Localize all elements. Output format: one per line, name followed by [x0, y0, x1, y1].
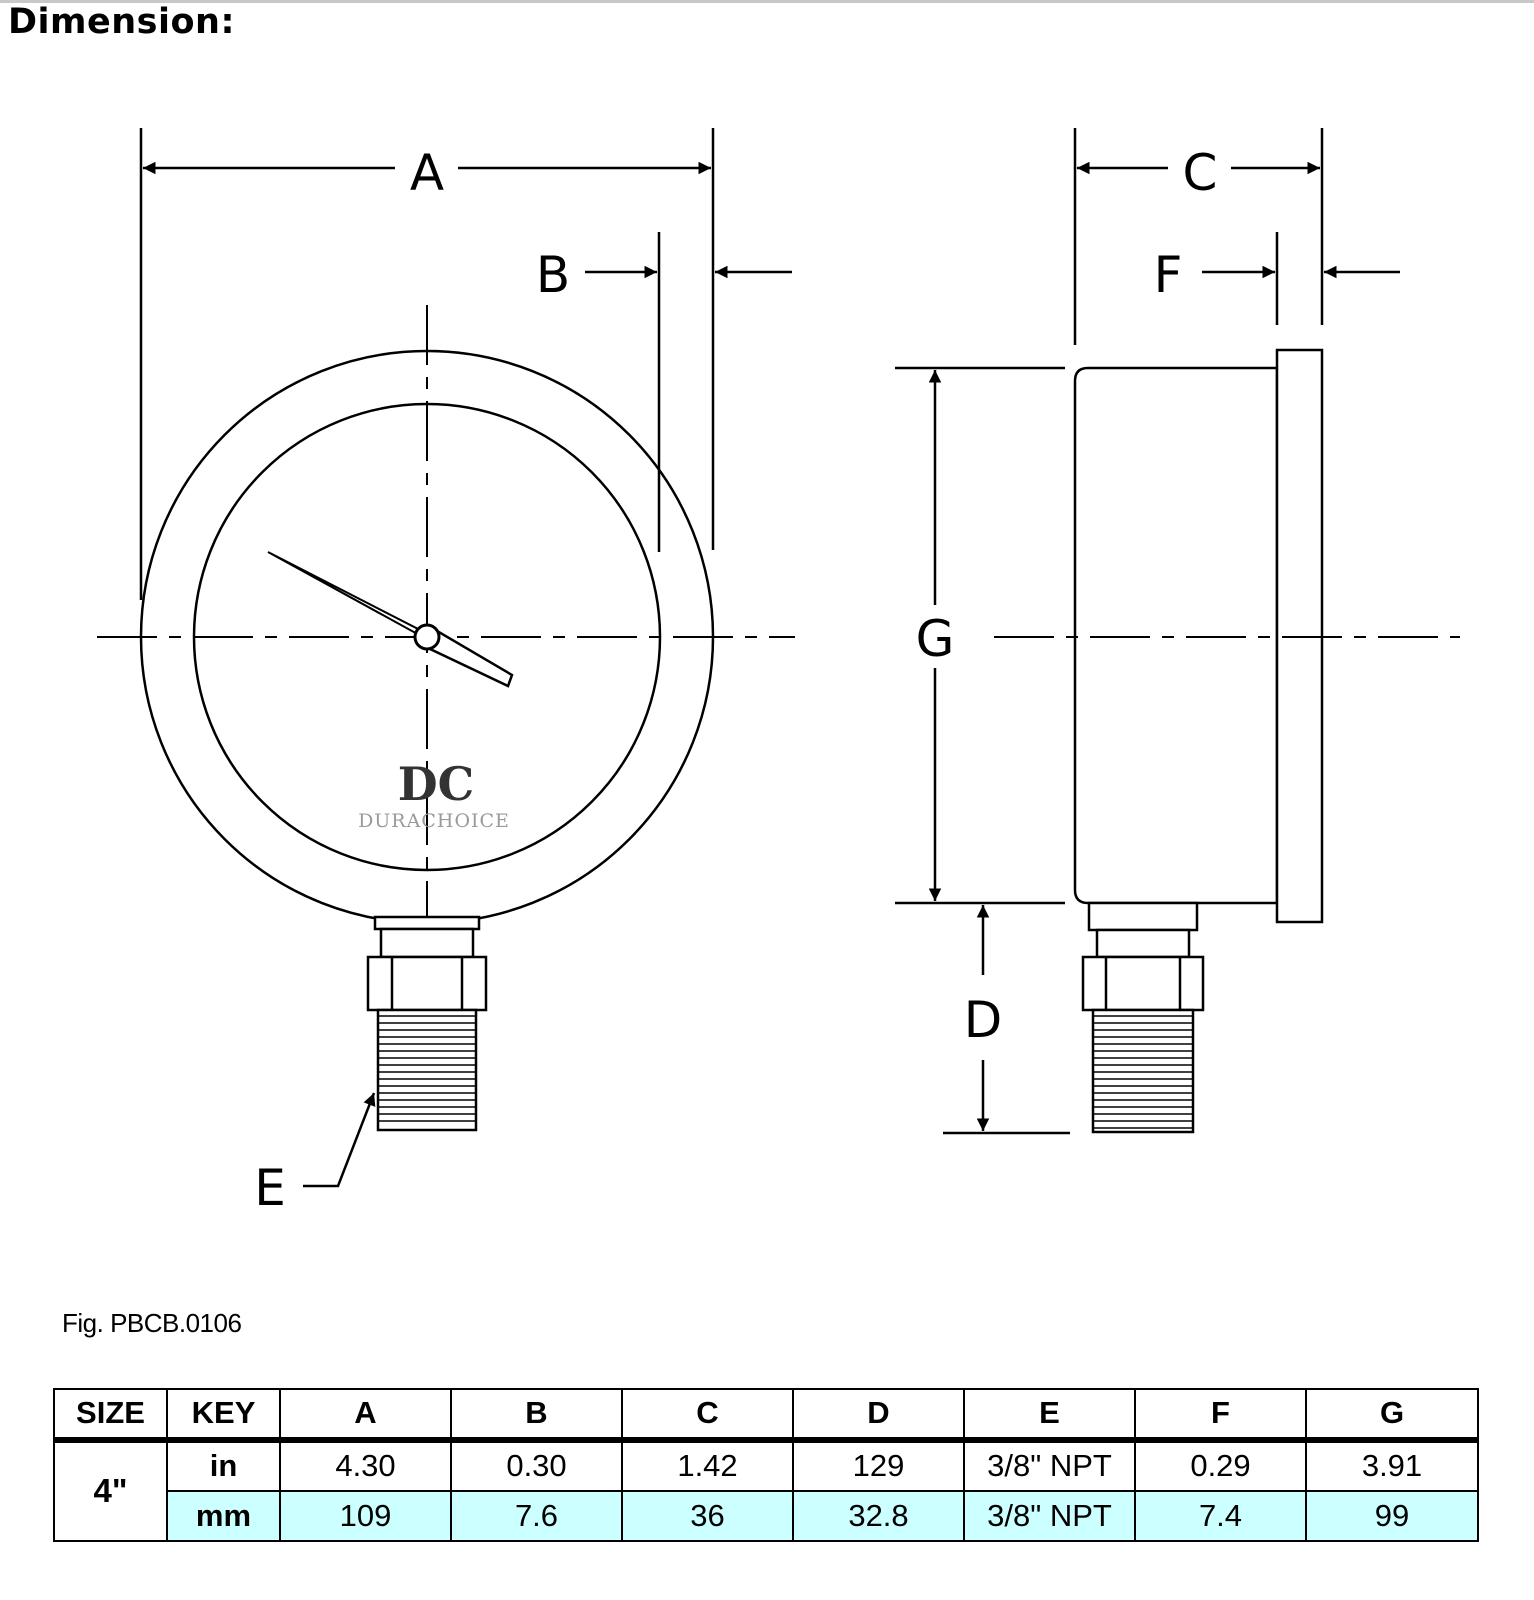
label-g: G: [916, 610, 955, 668]
header-c: C: [621, 1388, 794, 1443]
cell-in-c: 1.42: [621, 1438, 794, 1493]
header-size: SIZE: [53, 1388, 168, 1443]
front-view: [97, 128, 795, 1132]
cell-mm-c: 36: [621, 1490, 794, 1542]
cell-in-a: 4.30: [279, 1438, 452, 1493]
table-row-mm: mm 109 7.6 36 32.8 3/8" NPT 7.4 99: [54, 1490, 1479, 1542]
header-d: D: [792, 1388, 965, 1443]
label-e: E: [254, 1159, 286, 1217]
cell-mm-g: 99: [1305, 1490, 1479, 1542]
top-divider: [0, 0, 1534, 3]
key-mm: mm: [166, 1490, 281, 1542]
front-thread-lines: [378, 1015, 476, 1122]
figure-caption: Fig. PBCB.0106: [62, 1308, 242, 1338]
key-in: in: [166, 1438, 281, 1493]
cell-in-f: 0.29: [1134, 1438, 1307, 1493]
table-row-in: 4" in 4.30 0.30 1.42 129 3/8" NPT 0.29 3…: [53, 1438, 1479, 1543]
durachoice-logo: DC DURACHOICE: [358, 757, 510, 832]
logo-mark: DC: [398, 757, 475, 811]
cell-in-d: 129: [792, 1438, 965, 1493]
label-d: D: [964, 991, 1003, 1049]
header-g: G: [1305, 1388, 1479, 1443]
cell-mm-d: 32.8: [792, 1490, 965, 1542]
header-f: F: [1134, 1388, 1307, 1443]
page-heading: Dimension:: [8, 2, 235, 42]
cell-mm-f: 7.4: [1134, 1490, 1307, 1542]
label-c: C: [1183, 144, 1218, 202]
cell-in-g: 3.91: [1305, 1438, 1479, 1493]
label-a: A: [410, 144, 444, 202]
label-b: B: [536, 246, 570, 304]
size-cell: 4": [53, 1438, 168, 1543]
gauge-needle: [267, 551, 514, 688]
cell-mm-e: 3/8" NPT: [963, 1490, 1136, 1542]
side-view: [895, 128, 1460, 1135]
header-b: B: [450, 1388, 623, 1443]
header-key: KEY: [166, 1388, 281, 1443]
gauge-dimension-drawing: A B C F G D E DC DURACHOICE: [97, 128, 1460, 1217]
header-a: A: [279, 1388, 452, 1443]
label-f: F: [1154, 246, 1183, 304]
logo-wordmark: DURACHOICE: [358, 810, 510, 832]
cell-in-b: 0.30: [450, 1438, 623, 1493]
table-header-row: SIZE KEY A B C D E F G: [53, 1388, 1479, 1443]
cell-mm-b: 7.6: [450, 1490, 623, 1542]
dimension-table: SIZE KEY A B C D E F G 4" in 4.30 0.30 1…: [53, 1388, 1479, 1543]
header-e: E: [963, 1388, 1136, 1443]
dimension-e-leader: [303, 1092, 376, 1188]
side-thread-lines: [1093, 1015, 1193, 1129]
cell-in-e: 3/8" NPT: [963, 1438, 1136, 1493]
cell-mm-a: 109: [279, 1490, 452, 1542]
